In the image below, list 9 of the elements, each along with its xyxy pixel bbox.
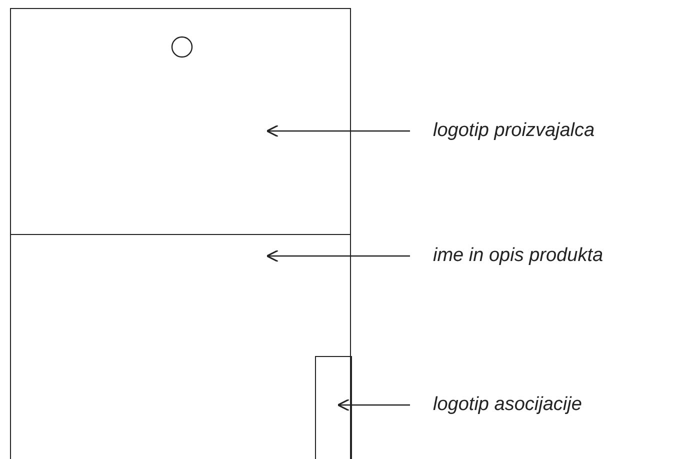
callout-text: logotip proizvajalca	[433, 120, 595, 142]
leader-arrow	[337, 398, 410, 412]
upper-panel	[10, 8, 351, 235]
reserved-frame	[315, 356, 352, 459]
callout-text: ime in opis produkta	[433, 245, 604, 267]
leader-arrow	[266, 124, 410, 138]
leader-arrow	[266, 250, 410, 262]
lower-panel	[10, 234, 351, 459]
callout-text: logotip asocijacije	[433, 394, 582, 416]
